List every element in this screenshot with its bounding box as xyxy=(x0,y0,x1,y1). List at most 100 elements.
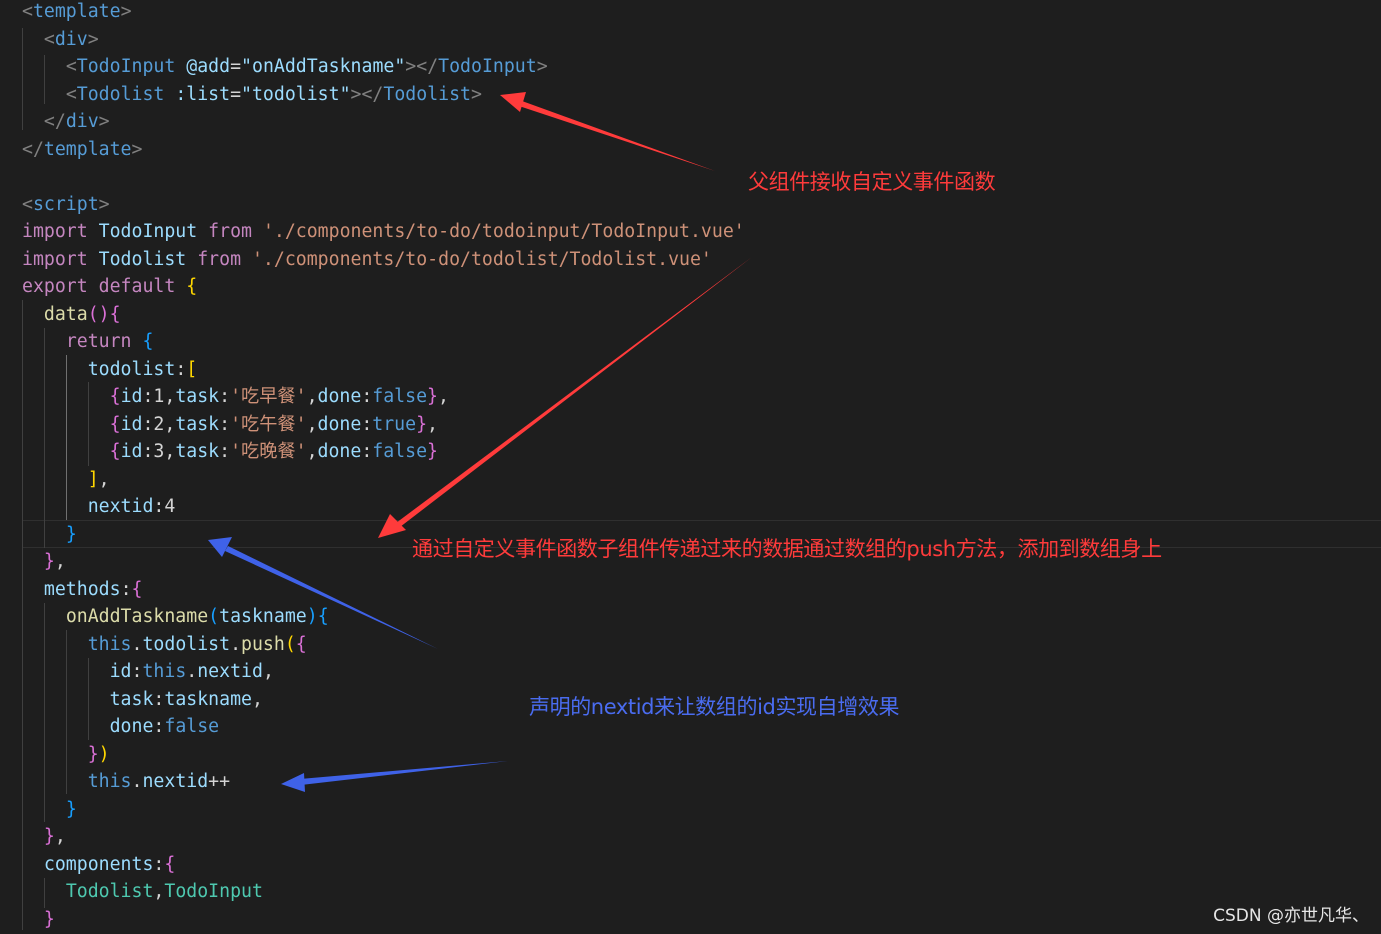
code-token: : xyxy=(153,853,165,875)
code-token: . xyxy=(131,771,143,792)
code-token: . xyxy=(230,633,242,655)
code-token: nextid xyxy=(197,661,263,682)
code-token: './components/to-do/todolist/Todolist.vu… xyxy=(251,248,712,270)
code-line[interactable]: <TodoInput @add="onAddTaskname"></TodoIn… xyxy=(22,53,548,81)
code-line[interactable]: }, xyxy=(22,823,66,851)
indent-guide xyxy=(66,355,67,520)
code-token: > xyxy=(98,111,110,132)
code-token: components xyxy=(43,853,154,875)
code-token: task xyxy=(175,441,220,462)
annotation-nextid: 声明的nextid来让数组的id实现自增效果 xyxy=(529,695,900,719)
code-token: import xyxy=(22,221,88,242)
code-line[interactable]: }) xyxy=(22,741,110,769)
red-arrow-head-2 xyxy=(378,514,406,538)
code-line[interactable]: data(){ xyxy=(22,301,121,329)
code-token: onAddTaskname xyxy=(65,606,209,627)
code-line[interactable]: methods:{ xyxy=(22,576,143,604)
code-token: :4 xyxy=(153,496,176,517)
code-token: { xyxy=(317,606,329,627)
code-line[interactable]: </div> xyxy=(22,108,110,136)
code-token: @add xyxy=(186,56,231,77)
code-line[interactable]: done:false xyxy=(22,713,220,741)
code-line[interactable]: {id:2,task:'吃午餐',done:true}, xyxy=(22,411,438,439)
indent-guide xyxy=(88,658,89,740)
code-token: { xyxy=(109,386,121,407)
annotation-push-data: 通过自定义事件函数子组件传递过来的数据通过数组的push方法，添加到数组身上 xyxy=(412,537,1162,561)
red-arrow-to-todolist xyxy=(519,101,715,171)
code-line[interactable]: todolist:[ xyxy=(22,356,198,384)
indent-guide xyxy=(44,55,45,104)
code-token: ( xyxy=(208,606,220,627)
code-line[interactable]: Todolist,TodoInput xyxy=(22,878,263,906)
code-token: } xyxy=(43,908,55,930)
code-line[interactable]: } xyxy=(22,906,55,934)
code-token: return xyxy=(65,331,132,352)
code-token: this xyxy=(142,661,187,682)
code-token: div xyxy=(65,111,99,132)
code-token: '吃早餐' xyxy=(230,386,307,407)
code-token: task xyxy=(175,386,220,407)
code-token: , xyxy=(262,661,274,682)
code-token: id xyxy=(120,413,143,435)
code-line[interactable]: <Todolist :list="todolist"></Todolist> xyxy=(22,81,482,109)
code-token: done xyxy=(109,716,154,737)
code-token: , xyxy=(306,441,318,462)
blue-arrow-to-nextid xyxy=(300,761,508,785)
code-token: . xyxy=(186,661,198,682)
code-token: . xyxy=(131,633,143,655)
code-line[interactable]: <template> xyxy=(22,0,132,26)
code-token: ></ xyxy=(405,56,439,77)
code-token: } xyxy=(416,413,428,435)
code-token: div xyxy=(54,28,88,50)
code-token: : xyxy=(219,386,231,407)
code-token: false xyxy=(372,441,428,462)
code-line[interactable]: } xyxy=(22,521,77,549)
code-token: true xyxy=(372,413,417,435)
code-token: , xyxy=(306,386,318,407)
code-token: Todolist xyxy=(76,83,165,105)
code-line[interactable]: }, xyxy=(22,548,66,576)
code-line[interactable]: {id:1,task:'吃早餐',done:false}, xyxy=(22,383,449,411)
indent-guide xyxy=(44,603,45,822)
code-token: taskname xyxy=(219,606,307,627)
code-token: done xyxy=(317,413,362,435)
code-token: [ xyxy=(186,358,198,380)
code-token: () xyxy=(87,303,110,325)
code-line[interactable]: task:taskname, xyxy=(22,686,263,714)
code-line[interactable]: <div> xyxy=(22,26,99,54)
code-line[interactable]: {id:3,task:'吃晚餐',done:false} xyxy=(22,438,438,466)
code-token: , xyxy=(427,413,438,435)
code-line[interactable]: nextid:4 xyxy=(22,493,176,521)
code-token: template xyxy=(32,1,121,22)
code-line[interactable]: </template> xyxy=(22,136,142,164)
code-token: , xyxy=(306,413,318,435)
code-line[interactable]: } xyxy=(22,796,77,824)
indent-guide xyxy=(44,878,45,908)
code-line[interactable]: return { xyxy=(22,328,154,356)
code-token: this xyxy=(87,771,132,792)
code-line[interactable]: this.nextid++ xyxy=(22,768,230,796)
code-token: { xyxy=(295,633,307,655)
code-line[interactable]: components:{ xyxy=(22,851,175,879)
code-token: < xyxy=(43,28,55,50)
code-line[interactable]: ], xyxy=(22,466,110,494)
code-line[interactable]: this.todolist.push({ xyxy=(22,631,307,659)
code-line[interactable]: import Todolist from './components/to-do… xyxy=(22,246,712,274)
code-token: > xyxy=(131,138,143,160)
code-line[interactable]: <script> xyxy=(22,191,110,219)
code-token: > xyxy=(536,56,548,77)
code-token: , xyxy=(251,688,263,710)
code-token: } xyxy=(427,386,438,407)
code-token: </ xyxy=(22,138,44,160)
code-line[interactable]: import TodoInput from './components/to-d… xyxy=(22,218,745,246)
code-token: nextid xyxy=(87,496,154,517)
code-token: : xyxy=(219,413,231,435)
code-line[interactable]: id:this.nextid, xyxy=(22,658,274,686)
code-token: = xyxy=(230,83,242,105)
code-line[interactable]: export default { xyxy=(22,273,197,301)
code-token: :list xyxy=(175,83,231,105)
code-line[interactable]: onAddTaskname(taskname){ xyxy=(22,603,329,631)
code-token: :2, xyxy=(142,413,176,435)
